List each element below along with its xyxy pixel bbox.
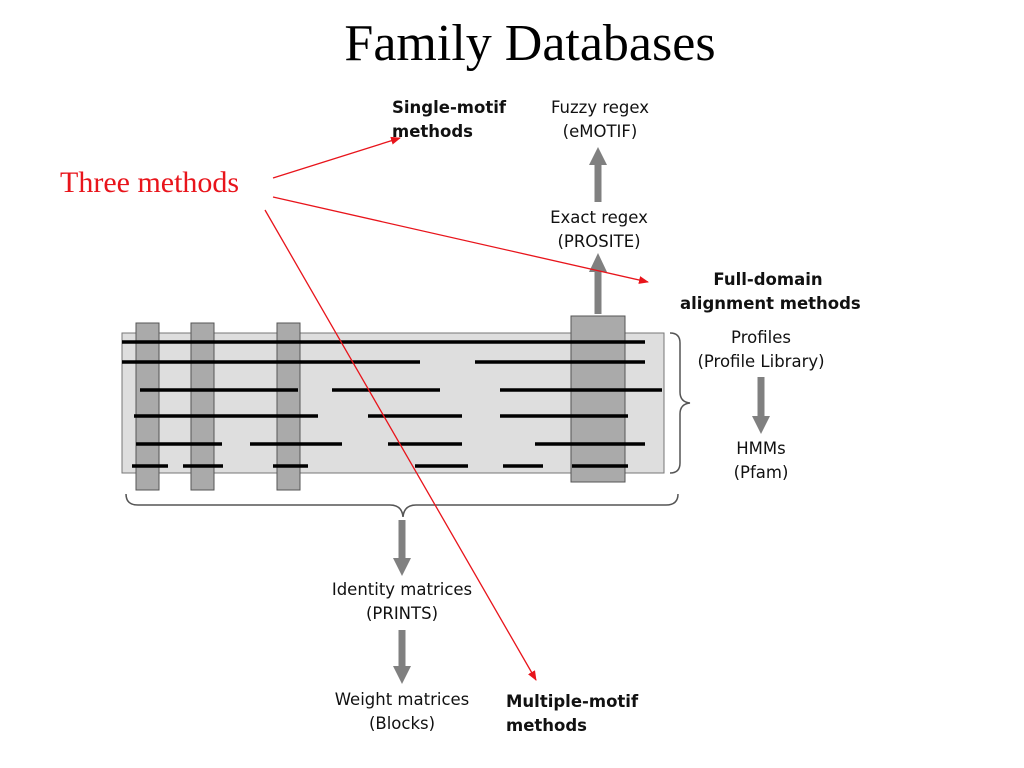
arrow-up-icon (589, 253, 607, 272)
annotation-arrows (264, 136, 649, 681)
right-brace (669, 332, 691, 474)
annotation-arrow (264, 209, 537, 681)
arrow-down-icon (393, 558, 411, 576)
motif-column (276, 322, 301, 491)
annotation-arrow (272, 196, 649, 284)
arrow-down-icon (752, 416, 770, 434)
profiles-label: Profiles(Profile Library) (697, 328, 825, 371)
gray-arrows (393, 147, 770, 684)
exact-regex-label: Exact regex(PROSITE) (550, 208, 648, 251)
arrow-down-icon (393, 666, 411, 684)
three-methods-annotation: Three methods (60, 166, 240, 199)
fuzzy-regex-label: Fuzzy regex(eMOTIF) (550, 98, 650, 141)
identity-matrices-label: Identity matrices(PRINTS) (331, 580, 473, 623)
arrow-up-icon (589, 147, 607, 165)
weight-matrices-label: Weight matrices(Blocks) (334, 690, 470, 733)
slide-title: Family Databases (344, 15, 716, 72)
motif-column (190, 322, 215, 491)
motif-column (135, 322, 160, 491)
annotation-arrow (272, 136, 401, 179)
hmms-label: HMMs(Pfam) (733, 439, 789, 482)
bottom-brace (125, 493, 679, 518)
